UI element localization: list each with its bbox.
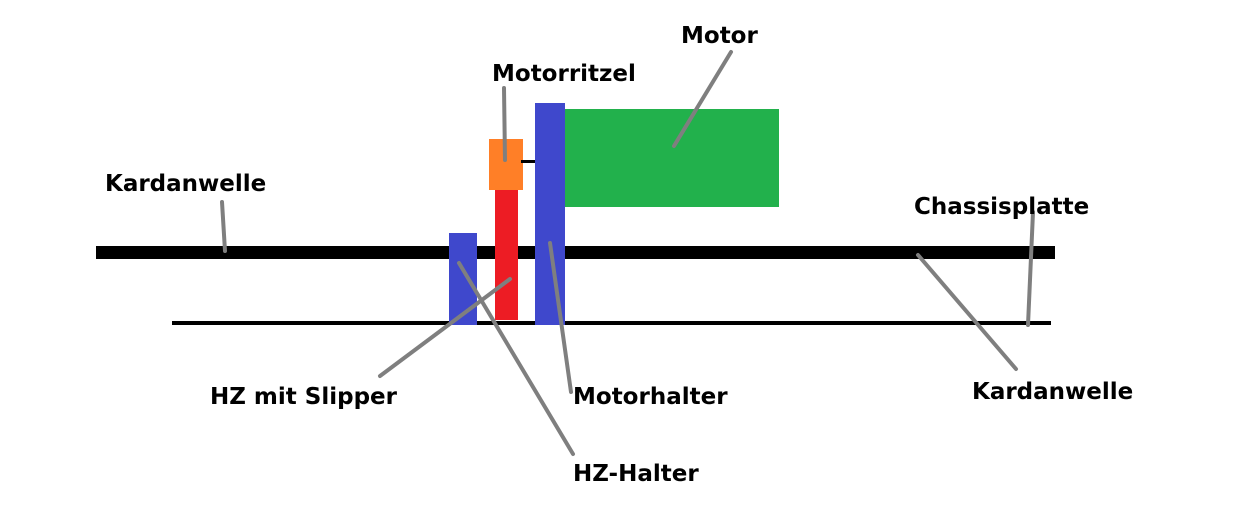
leader-chassisplatte xyxy=(1026,210,1035,327)
hz-mit-slipper-block xyxy=(495,185,518,320)
label-hz-mit-slipper: HZ mit Slipper xyxy=(210,384,398,410)
leader-kardanwelle-left xyxy=(220,200,227,253)
kardanwelle-shaft xyxy=(96,246,1055,259)
leader-motorritzel xyxy=(502,86,507,162)
label-motorritzel: Motorritzel xyxy=(492,61,636,87)
leader-hz-mit-slipper xyxy=(378,277,512,378)
motor-shaft-stub xyxy=(521,160,537,163)
leader-motor xyxy=(672,50,733,148)
motorhalter-block xyxy=(535,103,565,325)
hz-halter-block xyxy=(449,233,477,325)
motor-block xyxy=(565,109,779,207)
leader-motorhalter xyxy=(548,241,573,394)
leader-kardanwelle-right xyxy=(916,253,1018,371)
label-motorhalter: Motorhalter xyxy=(573,384,728,410)
label-kardanwelle-left: Kardanwelle xyxy=(105,171,266,197)
label-kardanwelle-right: Kardanwelle xyxy=(972,379,1133,405)
label-chassisplatte: Chassisplatte xyxy=(914,194,1089,220)
leader-hz-halter xyxy=(457,261,575,456)
label-hz-halter: HZ-Halter xyxy=(573,461,699,487)
chassisplatte-line xyxy=(172,321,1051,325)
label-motor: Motor xyxy=(681,23,758,49)
